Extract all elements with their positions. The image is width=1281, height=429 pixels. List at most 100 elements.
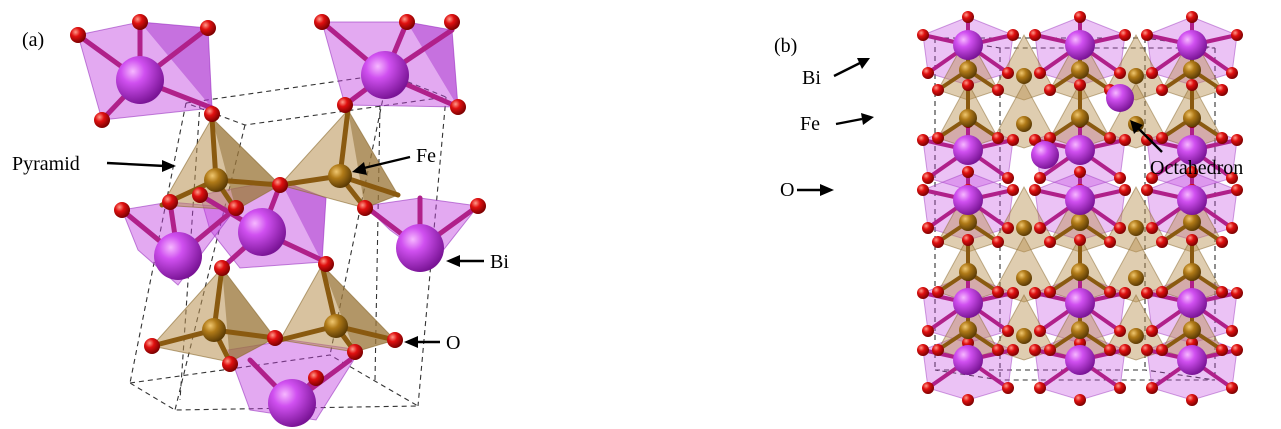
oxygen-atom (932, 236, 944, 248)
oxygen-atom (917, 344, 929, 356)
iron-atom (959, 321, 977, 339)
oxygen-atom (1119, 134, 1131, 146)
oxygen-atom (1034, 172, 1046, 184)
bismuth-atom (154, 232, 202, 280)
oxygen-atom (1156, 132, 1168, 144)
iron-atom (1016, 116, 1032, 132)
pyramid-label: Pyramid (12, 153, 80, 175)
oxygen-atom (1044, 236, 1056, 248)
annotations-a: Pyramid Fe Bi O (12, 145, 509, 354)
octahedron-annotation: Octahedron (1130, 120, 1243, 179)
pyramid-arrow (106, 161, 166, 168)
oxygen-atom (1231, 344, 1243, 356)
oxygen-atom (1226, 382, 1238, 394)
bismuth-atom (953, 288, 983, 318)
oxygen-atom (347, 344, 363, 360)
oxygen-atom (1141, 29, 1153, 41)
oxygen-atom (1074, 79, 1086, 91)
oxygen-atom (1034, 325, 1046, 337)
oxygen-atom (1216, 84, 1228, 96)
oxygen-atom (228, 200, 244, 216)
oxygen-atom (337, 97, 353, 113)
oxygen-atom (1029, 344, 1041, 356)
iron-atom (1128, 220, 1144, 236)
iron-atom (1183, 213, 1201, 231)
oxygen-atom (1074, 234, 1086, 246)
oxygen-atom (318, 256, 334, 272)
oxygen-atom (1074, 166, 1086, 178)
oxygen-atom (922, 325, 934, 337)
oxygen-atom (1104, 286, 1116, 298)
oxygen-atom (992, 84, 1004, 96)
oxygen-atom (1226, 222, 1238, 234)
bismuth-atom (1065, 345, 1095, 375)
oxygen-atom (1119, 184, 1131, 196)
bismuth-atom (238, 208, 286, 256)
panel-b-annotations: Bi Fe O (780, 58, 874, 201)
oxygen-atom (1156, 84, 1168, 96)
oxygen-atom (144, 338, 160, 354)
oxygen-atom (1034, 222, 1046, 234)
oxygen-atom (917, 134, 929, 146)
oxygen-atom (992, 132, 1004, 144)
oxygen-atom (1216, 132, 1228, 144)
panel-a-label: (a) (22, 29, 44, 51)
oxygen-atom (200, 20, 216, 36)
iron-atom (1016, 220, 1032, 236)
oxygen-atom (1114, 222, 1126, 234)
bi-arrow-b (833, 61, 861, 78)
bismuth-atom (1106, 84, 1134, 112)
iron-atom (204, 168, 228, 192)
oxygen-atom (1186, 166, 1198, 178)
oxygen-atom (1044, 132, 1056, 144)
oxygen-atom (114, 202, 130, 218)
fe-arrow-b (835, 117, 863, 126)
oxygen-atom (1186, 79, 1198, 91)
fe-arrow-a (363, 155, 411, 170)
oxygen-atom (1114, 67, 1126, 79)
oxygen-atom (1007, 134, 1019, 146)
iron-atom (1071, 109, 1089, 127)
oxygen-atom (272, 177, 288, 193)
oxygen-atom (357, 200, 373, 216)
oxygen-atom (962, 79, 974, 91)
oxygen-atom (222, 356, 238, 372)
oxygen-atom (1141, 134, 1153, 146)
bismuth-atom (116, 56, 164, 104)
oxygen-atom (992, 344, 1004, 356)
oxygen-atom (1114, 172, 1126, 184)
fe-arrowhead-a (352, 162, 367, 175)
bismuth-atom (396, 224, 444, 272)
oxygen-atom (1186, 394, 1198, 406)
octahedron-arrowhead (1130, 120, 1143, 134)
oxygen-atom (992, 236, 1004, 248)
bi-octahedra-a (77, 21, 479, 421)
oxygen-atom (1104, 236, 1116, 248)
iron-atom (1128, 328, 1144, 344)
oxygen-atom (1226, 67, 1238, 79)
oxygen-atom (1104, 132, 1116, 144)
iron-atom (1183, 321, 1201, 339)
oxygen-atom (1156, 344, 1168, 356)
bismuth-atom (1177, 345, 1207, 375)
oxygen-atom (1007, 29, 1019, 41)
bismuth-atom (953, 30, 983, 60)
oxygen-atom (922, 67, 934, 79)
oxygen-atom (1029, 29, 1041, 41)
oxygen-atom (922, 382, 934, 394)
oxygen-atom (1186, 234, 1198, 246)
o-arrowhead-a (404, 336, 418, 348)
iron-atom (1071, 213, 1089, 231)
oxygen-atom (962, 234, 974, 246)
oxygen-atom (1226, 325, 1238, 337)
oxygen-atom (1231, 287, 1243, 299)
oxygen-atom (1231, 134, 1243, 146)
oxygen-atom (1141, 184, 1153, 196)
oxygen-atom (1002, 172, 1014, 184)
oxygen-atom (1002, 67, 1014, 79)
o-arrowhead-b (820, 184, 834, 196)
oxygen-atom (1074, 394, 1086, 406)
o-label-b: O (780, 179, 794, 201)
iron-atom (1071, 321, 1089, 339)
oxygen-atom (204, 106, 220, 122)
